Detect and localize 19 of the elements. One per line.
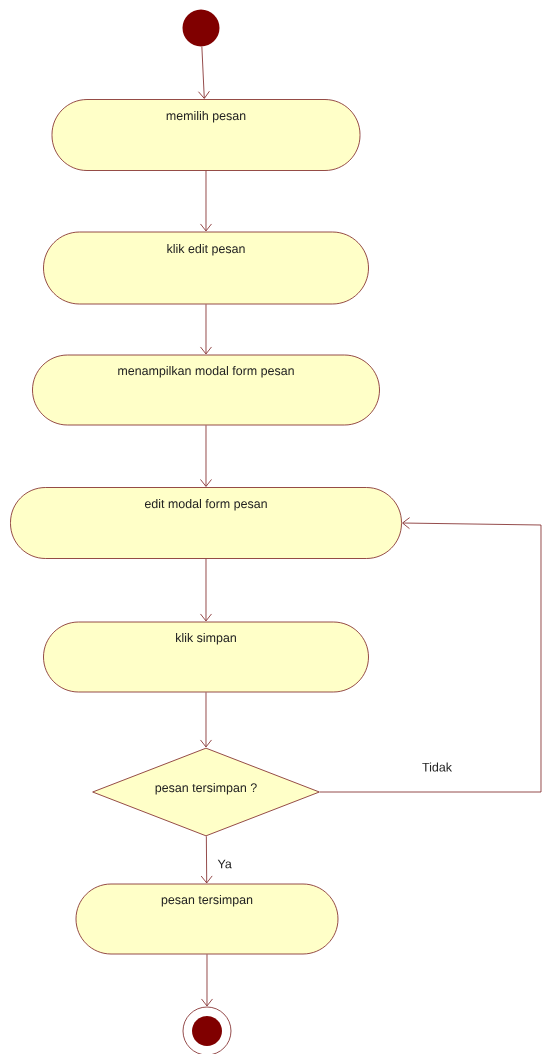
end-node bbox=[182, 1006, 232, 1054]
arrow bbox=[201, 954, 213, 1007]
arrow bbox=[200, 304, 212, 355]
action-box: memilih pesan bbox=[51, 99, 361, 171]
start-node bbox=[182, 9, 220, 47]
arrow bbox=[319, 517, 542, 793]
arrow bbox=[200, 692, 212, 748]
arrow bbox=[200, 558, 212, 622]
edge-label: Tidak bbox=[421, 761, 453, 773]
edge-label: Ya bbox=[216, 858, 233, 870]
arrow bbox=[198, 46, 210, 99]
arrow bbox=[200, 425, 212, 487]
action-box: edit modal form pesan bbox=[10, 487, 402, 559]
arrow bbox=[200, 835, 213, 884]
action-box: klik edit pesan bbox=[43, 231, 369, 305]
action-box: pesan tersimpan bbox=[75, 883, 339, 955]
action-box: menampilkan modal form pesan bbox=[32, 354, 380, 426]
action-box: klik simpan bbox=[43, 621, 369, 693]
arrow bbox=[200, 170, 212, 232]
